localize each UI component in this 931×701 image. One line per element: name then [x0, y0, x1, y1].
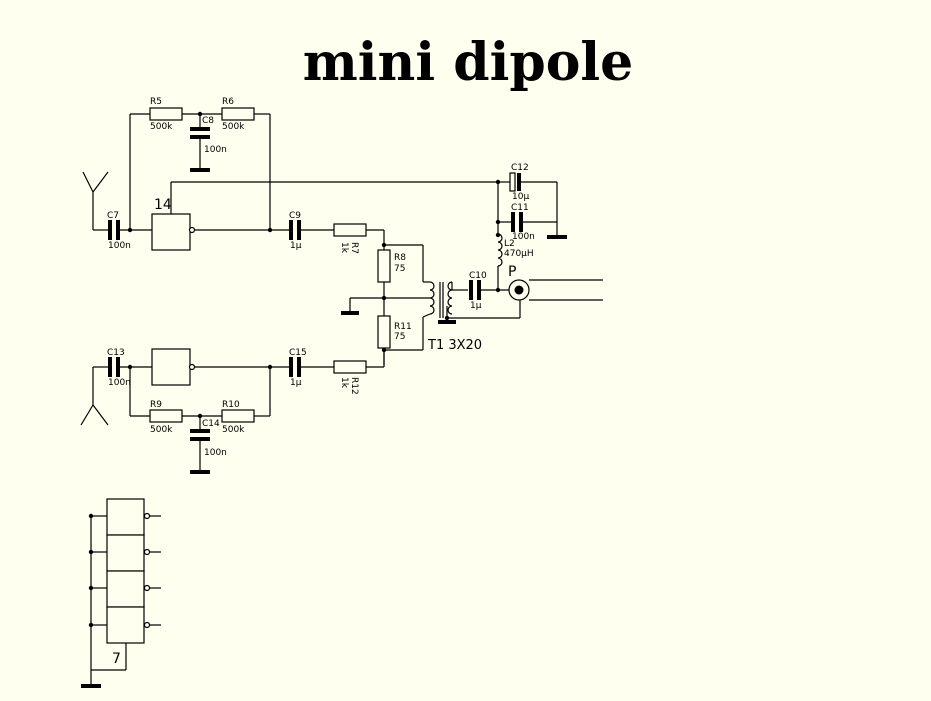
capacitor-c10 [469, 280, 510, 300]
c9-value: 1µ [290, 241, 302, 251]
c8-ref: C8 [202, 116, 214, 126]
c10-ref: C10 [469, 271, 487, 281]
r8-value: 75 [394, 264, 405, 274]
resistor-r10 [221, 409, 255, 423]
c13-value: 100n [108, 378, 131, 388]
capacitor-c15 [289, 357, 334, 377]
c9-ref: C9 [289, 211, 301, 221]
gate-14-label: 14 [154, 197, 172, 213]
c7-ref: C7 [107, 211, 119, 221]
r7-ref: R7 [349, 242, 359, 254]
c15-ref: C15 [289, 348, 307, 358]
c11-ref: C11 [511, 203, 529, 213]
resistor-bridge [341, 230, 430, 365]
resistor-r5 [149, 107, 183, 121]
diagram-title: mini dipole [303, 32, 633, 93]
c13-ref: C13 [107, 348, 125, 358]
c8-value: 100n [204, 145, 227, 155]
ic-pin-7-label: 7 [112, 651, 121, 667]
resistor-r8 [377, 249, 391, 283]
c11-value: 100n [512, 232, 535, 242]
c12-value: 10µ [512, 192, 529, 202]
capacitor-c7: C7 100n [105, 211, 152, 251]
r10-ref: R10 [222, 400, 240, 410]
l2-ref: L2 [504, 239, 515, 249]
transformer-t1 [422, 281, 521, 324]
r8-ref: R8 [394, 253, 406, 263]
c15-value: 1µ [290, 378, 302, 388]
r12-value: 1k [339, 377, 349, 389]
inverter-gate-14 [151, 182, 270, 251]
r11-value: 75 [394, 332, 405, 342]
upper-antenna [82, 171, 109, 231]
capacitor-c13 [105, 357, 152, 377]
inverter-gate-lower [151, 348, 290, 386]
r10-value: 500k [222, 425, 245, 435]
r6-value: 500k [222, 122, 245, 132]
lower-antenna [80, 366, 109, 426]
r6-ref: R6 [222, 97, 234, 107]
c14-value: 100n [204, 448, 227, 458]
c10-value: 1µ [470, 301, 482, 311]
r9-ref: R9 [150, 400, 162, 410]
r5-value: 500k [150, 122, 173, 132]
c7-value: 100n [108, 241, 131, 251]
feedback-network-lower [129, 367, 271, 474]
r7-value: 1k [339, 242, 349, 254]
capacitor-c12 [498, 172, 557, 192]
feedback-network-upper [129, 107, 271, 230]
connector-p-label: P [508, 264, 516, 280]
resistor-r12 [333, 360, 367, 374]
inductor-l2 [495, 179, 503, 290]
capacitor-c11 [498, 182, 567, 239]
l2-value: 470µH [504, 249, 534, 259]
capacitor-c9 [270, 220, 334, 240]
r9-value: 500k [150, 425, 173, 435]
r12-ref: R12 [349, 377, 359, 395]
resistor-r7 [333, 223, 367, 237]
coax-connector-p [508, 279, 603, 301]
resistor-r9 [149, 409, 183, 423]
ic-gate-stack [81, 498, 161, 688]
r11-ref: R11 [394, 322, 412, 332]
resistor-r11 [377, 315, 391, 349]
c14-ref: C14 [202, 419, 220, 429]
c12-ref: C12 [511, 163, 529, 173]
resistor-r6 [221, 107, 255, 121]
r5-ref: R5 [150, 97, 162, 107]
t1-label: T1 3X20 [427, 338, 482, 353]
